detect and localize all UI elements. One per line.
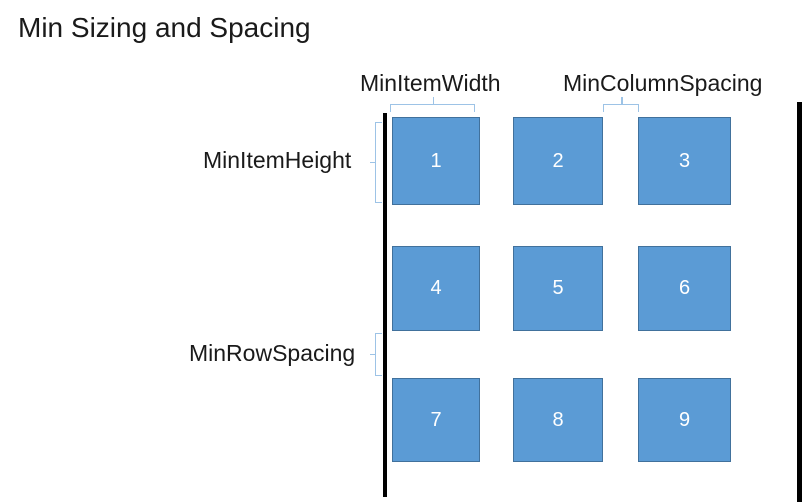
min-row-spacing-brace-icon [370,333,382,376]
right-boundary-line [797,102,802,502]
grid-item-8: 8 [513,378,603,462]
min-item-width-brace-icon [390,97,475,112]
min-column-spacing-label: MinColumnSpacing [563,70,763,96]
grid-item-6: 6 [638,246,731,331]
min-row-spacing-label: MinRowSpacing [189,340,356,366]
grid-item-3: 3 [638,117,731,205]
page-title: Min Sizing and Spacing [18,12,311,43]
left-boundary-line [383,113,387,497]
min-item-height-brace-icon [370,122,382,203]
brace-middle-tick [370,353,376,355]
brace-middle-tick [621,97,623,104]
grid-item-4: 4 [392,246,480,331]
min-item-width-label: MinItemWidth [360,70,501,96]
min-column-spacing-brace-icon [603,97,639,112]
grid-item-2: 2 [513,117,603,205]
min-item-height-label: MinItemHeight [203,147,352,173]
grid-item-9: 9 [638,378,731,462]
brace-middle-tick [432,97,434,104]
grid-item-1: 1 [392,117,480,205]
brace-middle-tick [370,161,376,163]
grid-item-7: 7 [392,378,480,462]
grid-item-5: 5 [513,246,603,331]
